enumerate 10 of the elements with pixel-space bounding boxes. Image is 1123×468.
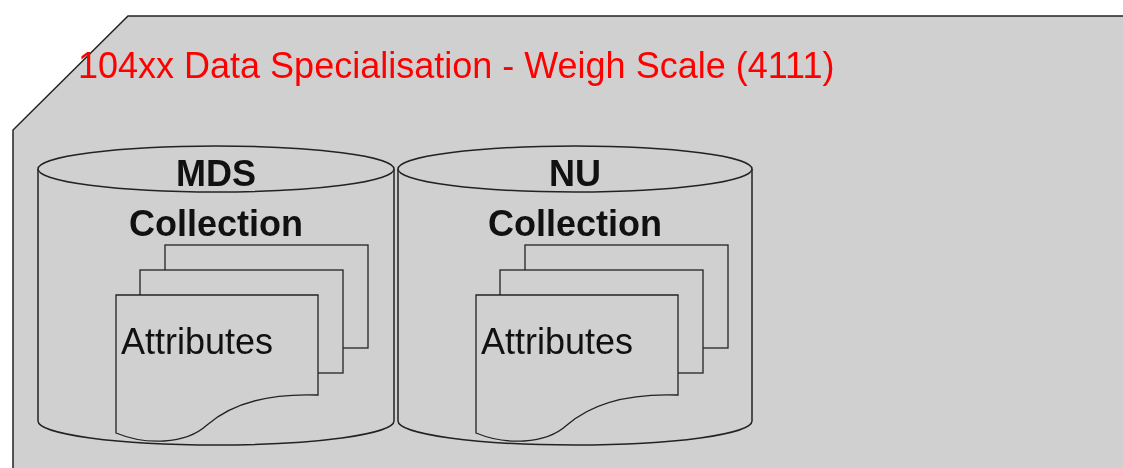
cylinder-label: MDS Collection <box>128 152 304 246</box>
cylinder-label: NU Collection <box>487 152 663 246</box>
database-cylinder <box>397 145 753 445</box>
panel-title: 104xx Data Specialisation - Weigh Scale (4111) <box>78 45 835 87</box>
document-label: Attributes <box>121 321 274 363</box>
package-panel <box>12 15 1123 468</box>
document-stack <box>475 243 730 443</box>
database-cylinder <box>37 145 395 445</box>
document-stack <box>115 243 370 443</box>
document-label: Attributes <box>481 321 634 363</box>
